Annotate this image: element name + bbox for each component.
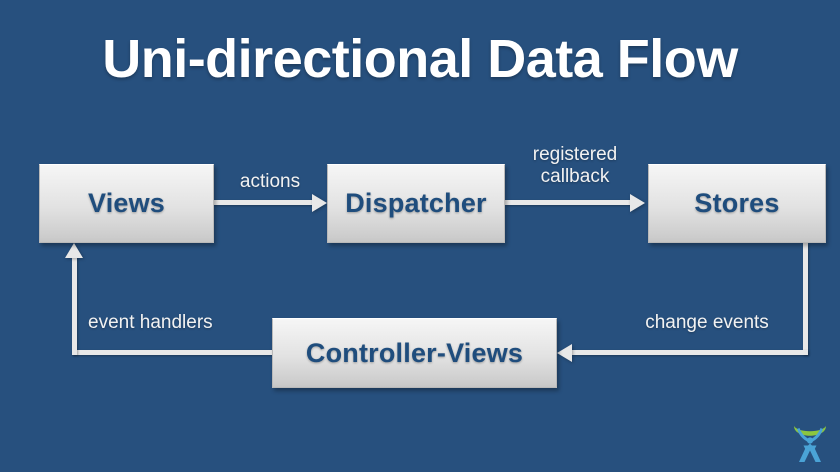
- node-views[interactable]: Views: [39, 164, 214, 243]
- edge-dispatcher-to-stores-line: [505, 200, 631, 205]
- edge-label-actions: actions: [239, 171, 301, 192]
- node-controller-views-label: Controller-Views: [305, 337, 524, 368]
- edge-label-registered-callback: registered callback: [532, 144, 618, 188]
- node-stores[interactable]: Stores: [648, 164, 826, 243]
- node-dispatcher-label: Dispatcher: [345, 188, 487, 218]
- edge-label-change-events: change events: [645, 312, 769, 333]
- edge-stores-to-controller-arrowhead: [557, 344, 572, 362]
- edge-controller-to-views-arrowhead: [65, 243, 83, 258]
- edge-controller-to-views-vertical: [72, 257, 77, 355]
- node-dispatcher[interactable]: Dispatcher: [327, 164, 505, 243]
- brand-logo-icon: [794, 426, 826, 462]
- node-stores-label: Stores: [694, 188, 780, 218]
- node-controller-views[interactable]: Controller-Views: [272, 318, 557, 388]
- edge-stores-to-controller-vertical: [803, 243, 808, 355]
- page-title: Uni-directional Data Flow: [102, 29, 738, 89]
- edge-dispatcher-to-stores-arrowhead: [630, 194, 645, 212]
- edge-stores-to-controller-horizontal: [572, 350, 808, 355]
- edge-label-event-handlers: event handlers: [88, 312, 213, 333]
- node-views-label: Views: [87, 188, 166, 218]
- edge-controller-to-views-horizontal: [72, 350, 275, 355]
- edge-views-to-dispatcher-line: [213, 200, 314, 205]
- edge-views-to-dispatcher-arrowhead: [312, 194, 327, 212]
